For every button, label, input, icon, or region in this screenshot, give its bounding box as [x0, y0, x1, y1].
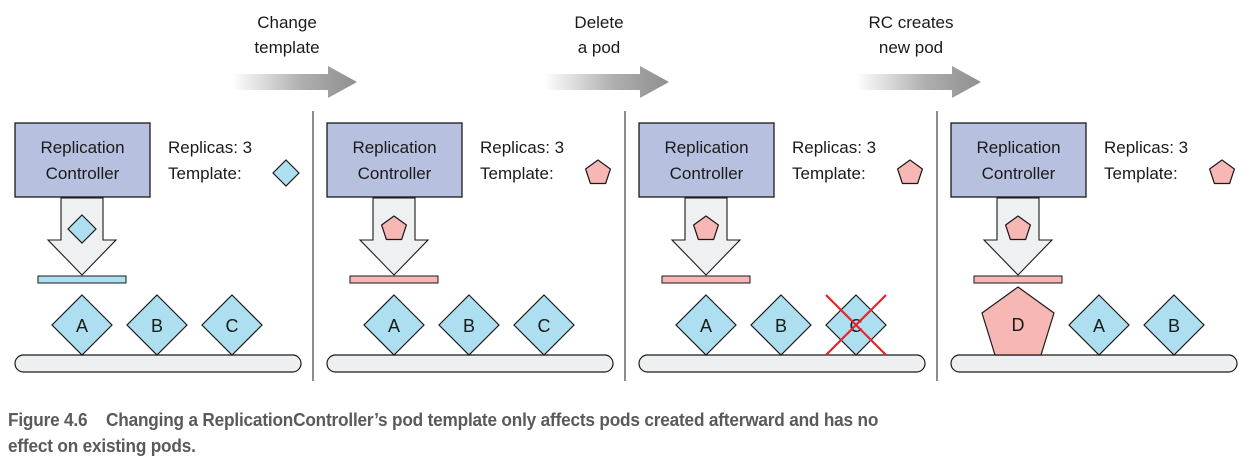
pod-a: A: [363, 294, 425, 356]
replicas-count: Replicas: 3: [168, 138, 252, 157]
template-bar: [973, 275, 1063, 284]
replication-controller-diagram: Change template Delete a pod RC creates new p…: [14, 13, 1238, 381]
pod-label: B: [1168, 316, 1180, 336]
deleted-x-icon: [825, 294, 887, 356]
replication-controller-box: ReplicationController: [326, 122, 463, 198]
step-1: Change template: [232, 13, 357, 98]
template-bar: [37, 275, 127, 284]
replicas-count: Replicas: 3: [1104, 138, 1188, 157]
panel-2: ReplicationController Replicas: 3 Template…: [312, 111, 614, 381]
rc-label-line-1: Replication: [40, 138, 124, 157]
pod-label: A: [76, 316, 88, 336]
caption-line-1: Figure 4.6 Changing a ReplicationControll…: [8, 407, 1161, 433]
step-arrow-icon: [232, 66, 357, 98]
arrow-template-icon: [381, 215, 407, 241]
replication-controller-box: ReplicationController: [638, 122, 775, 198]
arrow-template-icon: [67, 214, 97, 244]
pod-label: A: [1093, 316, 1105, 336]
pod-label: B: [151, 316, 163, 336]
pod-a: A: [675, 294, 737, 356]
pod-b: B: [438, 294, 500, 356]
template-label: Template:: [168, 164, 242, 183]
pod-b: B: [1143, 294, 1205, 356]
step-label-line-2: a pod: [578, 38, 621, 57]
replicas-count: Replicas: 3: [792, 138, 876, 157]
step-arrow-icon: [544, 66, 669, 98]
figure-label: Figure 4.6: [8, 409, 88, 430]
rc-box-background: [638, 122, 775, 198]
template-bar: [349, 275, 439, 284]
panel-1: ReplicationController Replicas: 3 Template…: [14, 122, 302, 373]
rc-box-background: [950, 122, 1087, 198]
step-arrow-icon: [856, 66, 981, 98]
replication-controller-box: ReplicationController: [950, 122, 1087, 198]
pod-d: D: [981, 286, 1055, 356]
rc-label-line-2: Controller: [670, 164, 744, 183]
step-label-line-2: new pod: [879, 38, 943, 57]
rc-label-line-1: Replication: [664, 138, 748, 157]
pod-track: [638, 354, 926, 373]
step-3: RC creates new pod: [856, 13, 981, 98]
pod-c: C: [513, 294, 575, 356]
pod-a: A: [1068, 294, 1130, 356]
template-label: Template:: [1104, 164, 1178, 183]
pod-label: B: [775, 316, 787, 336]
caption-text: Changing a ReplicationController’s pod t…: [106, 409, 879, 430]
arrow-template-icon: [692, 215, 720, 241]
pod-b: B: [750, 294, 812, 356]
rc-label-line-2: Controller: [46, 164, 120, 183]
replication-controller-box: ReplicationController: [14, 122, 151, 198]
pod-b: B: [126, 294, 188, 356]
step-label-line-2: template: [254, 38, 319, 57]
pod-diamond-icon: [363, 294, 425, 356]
replicas-count: Replicas: 3: [480, 138, 564, 157]
pod-diamond-icon: [51, 294, 113, 356]
template-shape-icon: [896, 159, 924, 185]
rc-label-line-1: Replication: [976, 138, 1060, 157]
figure-caption: Figure 4.6 Changing a ReplicationControll…: [8, 407, 1161, 459]
pod-c: C: [825, 294, 887, 356]
pod-track: [950, 354, 1238, 373]
step-label-line-1: Delete: [574, 13, 623, 32]
pod-diamond-icon: [750, 294, 812, 356]
template-shape-icon: [584, 159, 612, 185]
step-2: Delete a pod: [544, 13, 669, 98]
pod-diamond-icon: [126, 294, 188, 356]
pod-label: A: [700, 316, 712, 336]
step-label-line-1: RC creates: [868, 13, 953, 32]
pod-diamond-icon: [513, 294, 575, 356]
pod-c: C: [201, 294, 263, 356]
panel-3: ReplicationController Replicas: 3 Template…: [624, 111, 926, 381]
pod-diamond-icon: [1068, 294, 1130, 356]
rc-label-line-2: Controller: [982, 164, 1056, 183]
pod-track: [326, 354, 614, 373]
template-label: Template:: [480, 164, 554, 183]
panel-4: ReplicationController Replicas: 3 Template…: [936, 111, 1238, 381]
rc-label-line-1: Replication: [352, 138, 436, 157]
rc-box-background: [14, 122, 151, 198]
pod-diamond-icon: [438, 294, 500, 356]
caption-line-2: effect on existing pods.: [8, 435, 196, 456]
pod-label: D: [1012, 315, 1025, 335]
pod-a: A: [51, 294, 113, 356]
pod-diamond-icon: [675, 294, 737, 356]
pod-diamond-icon: [1143, 294, 1205, 356]
rc-box-background: [326, 122, 463, 198]
pod-label: A: [388, 316, 400, 336]
rc-label-line-2: Controller: [358, 164, 432, 183]
pod-track: [14, 354, 302, 373]
pod-label: C: [226, 316, 239, 336]
template-shape-icon: [272, 159, 300, 187]
pod-pentagon-icon: [981, 286, 1055, 356]
template-label: Template:: [792, 164, 866, 183]
pod-label: B: [463, 316, 475, 336]
delete-stroke: [825, 294, 887, 356]
template-shape-icon: [1208, 159, 1236, 185]
step-label-line-1: Change: [257, 13, 317, 32]
template-bar: [661, 275, 751, 284]
pod-diamond-icon: [201, 294, 263, 356]
arrow-template-icon: [1004, 215, 1032, 241]
pod-label: C: [538, 316, 551, 336]
